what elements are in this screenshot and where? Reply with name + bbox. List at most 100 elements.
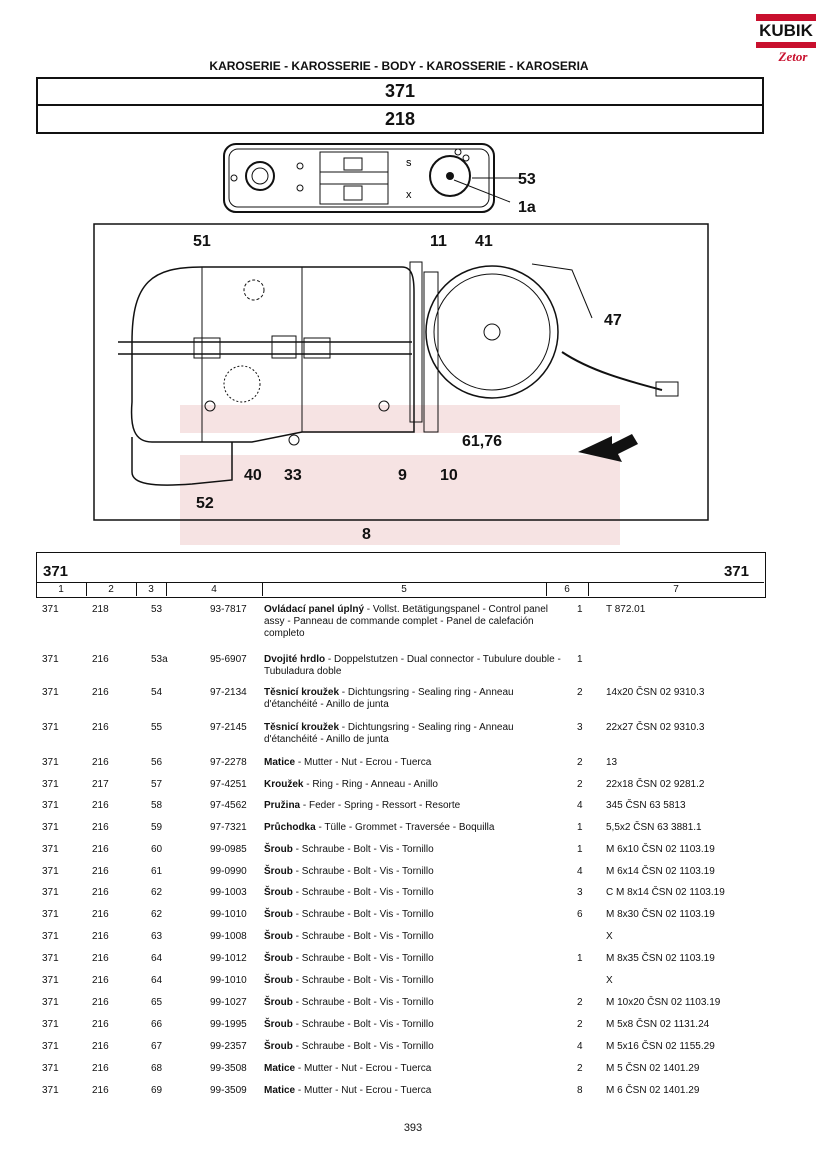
- cell-group: 371: [42, 687, 59, 698]
- callout-61-76: 61,76: [462, 433, 503, 450]
- cell-position: 58: [151, 800, 163, 811]
- callout-51: 51: [193, 233, 211, 250]
- callout-40: 40: [244, 467, 262, 484]
- cell-note: 14x20 ČSN 02 9310.3: [606, 687, 705, 698]
- cell-position: 63: [151, 931, 163, 942]
- cell-note: M 5x16 ČSN 02 1155.29: [606, 1041, 715, 1052]
- cell-quantity: 8: [577, 1085, 583, 1096]
- cell-note: 5,5x2 ČSN 63 3881.1: [606, 822, 702, 833]
- part-translations: - Schraube - Bolt - Vis - Tornillo: [292, 1019, 434, 1030]
- cell-part-number: 99-0990: [210, 866, 247, 877]
- part-translations: - Dichtungsring - Sealing ring - Anneau …: [264, 722, 514, 745]
- cell-quantity: 2: [577, 997, 583, 1008]
- cell-group: 371: [42, 822, 59, 833]
- cell-description: Šroub - Schraube - Bolt - Vis - Tornillo: [264, 931, 564, 943]
- column-header-4: 4: [166, 582, 262, 597]
- kubik-zetor-logo: KUBIK Zetor: [756, 14, 816, 68]
- page-number: 393: [403, 1122, 423, 1134]
- cell-subgroup: 216: [92, 822, 109, 833]
- callout-11: 11: [430, 233, 447, 250]
- cell-quantity: 1: [577, 604, 583, 615]
- part-translations: - Mutter - Nut - Ecrou - Tuerca: [295, 1063, 432, 1074]
- control-panel-drawing: s x: [223, 143, 520, 213]
- svg-text:x: x: [406, 189, 412, 201]
- cell-description: Matice - Mutter - Nut - Ecrou - Tuerca: [264, 757, 564, 769]
- cell-part-number: 97-2134: [210, 687, 247, 698]
- cell-part-number: 99-1995: [210, 1019, 247, 1030]
- cell-part-number: 97-2278: [210, 757, 247, 768]
- cell-description: Těsnicí kroužek - Dichtungsring - Sealin…: [264, 687, 564, 711]
- part-name: Šroub: [264, 1019, 293, 1030]
- cell-note: 13: [606, 757, 618, 768]
- part-name: Kroužek: [264, 779, 304, 790]
- part-translations: - Mutter - Nut - Ecrou - Tuerca: [295, 1085, 432, 1096]
- cell-group: 371: [42, 866, 59, 877]
- cell-group: 371: [42, 654, 59, 665]
- cell-subgroup: 216: [92, 953, 109, 964]
- callout-47: 47: [604, 312, 622, 329]
- section-title: KAROSERIE - KAROSSERIE - BODY - KAROSSER…: [209, 59, 589, 73]
- cell-quantity: 2: [577, 1019, 583, 1030]
- group-number: 371: [36, 77, 764, 106]
- cell-quantity: 4: [577, 800, 583, 811]
- cell-group: 371: [42, 779, 59, 790]
- column-divider: [86, 582, 87, 596]
- cell-group: 371: [42, 1063, 59, 1074]
- cell-part-number: 95-6907: [210, 654, 247, 665]
- part-translations: - Schraube - Bolt - Vis - Tornillo: [292, 909, 434, 920]
- cell-quantity: 4: [577, 866, 583, 877]
- cell-quantity: 2: [577, 779, 583, 790]
- cell-subgroup: 216: [92, 975, 109, 986]
- cell-quantity: 1: [577, 822, 583, 833]
- part-name: Ovládací panel úplný: [264, 604, 365, 615]
- cell-quantity: 2: [577, 1063, 583, 1074]
- cell-part-number: 99-3509: [210, 1085, 247, 1096]
- cell-subgroup: 216: [92, 1063, 109, 1074]
- cell-description: Šroub - Schraube - Bolt - Vis - Tornillo: [264, 997, 564, 1009]
- part-translations: - Schraube - Bolt - Vis - Tornillo: [292, 975, 434, 986]
- column-divider: [262, 582, 263, 596]
- cell-quantity: 1: [577, 953, 583, 964]
- cell-description: Šroub - Schraube - Bolt - Vis - Tornillo: [264, 975, 564, 987]
- logo-stripe-top: [756, 14, 816, 21]
- cell-position: 59: [151, 822, 163, 833]
- table-ref-left: 371: [43, 563, 69, 580]
- cell-group: 371: [42, 604, 59, 615]
- cell-position: 62: [151, 909, 163, 920]
- cell-position: 55: [151, 722, 163, 733]
- part-translations: - Feder - Spring - Ressort - Resorte: [300, 800, 461, 811]
- table-ref-right: 371: [723, 563, 749, 580]
- cell-note: M 10x20 ČSN 02 1103.19: [606, 997, 721, 1008]
- part-translations: - Schraube - Bolt - Vis - Tornillo: [292, 953, 434, 964]
- part-translations: - Schraube - Bolt - Vis - Tornillo: [292, 931, 434, 942]
- cell-group: 371: [42, 1085, 59, 1096]
- cell-quantity: 1: [577, 844, 583, 855]
- part-translations: - Dichtungsring - Sealing ring - Anneau …: [264, 687, 514, 710]
- part-translations: - Schraube - Bolt - Vis - Tornillo: [292, 866, 434, 877]
- callout-52: 52: [196, 495, 214, 512]
- cell-subgroup: 216: [92, 1019, 109, 1030]
- column-header-6: 6: [546, 582, 588, 597]
- cell-part-number: 97-4251: [210, 779, 247, 790]
- cell-group: 371: [42, 997, 59, 1008]
- cell-position: 61: [151, 866, 163, 877]
- cell-note: X: [606, 931, 613, 942]
- cell-part-number: 99-3508: [210, 1063, 247, 1074]
- cell-position: 54: [151, 687, 163, 698]
- part-name: Šroub: [264, 887, 293, 898]
- cell-note: M 6x14 ČSN 02 1103.19: [606, 866, 715, 877]
- subgroup-number: 218: [36, 104, 764, 134]
- logo-brand: Zetor: [778, 49, 808, 64]
- cell-note: M 5x8 ČSN 02 1131.24: [606, 1019, 710, 1030]
- parts-table-header: 371 371: [36, 552, 766, 598]
- part-name: Šroub: [264, 844, 293, 855]
- cell-position: 53a: [151, 654, 168, 665]
- cell-note: T 872.01: [606, 604, 646, 615]
- cell-note: 345 ČSN 63 5813: [606, 800, 686, 811]
- part-name: Šroub: [264, 1041, 293, 1052]
- column-divider: [166, 582, 167, 596]
- cell-group: 371: [42, 844, 59, 855]
- cell-subgroup: 216: [92, 1085, 109, 1096]
- cell-part-number: 99-1010: [210, 975, 247, 986]
- column-divider: [136, 582, 137, 596]
